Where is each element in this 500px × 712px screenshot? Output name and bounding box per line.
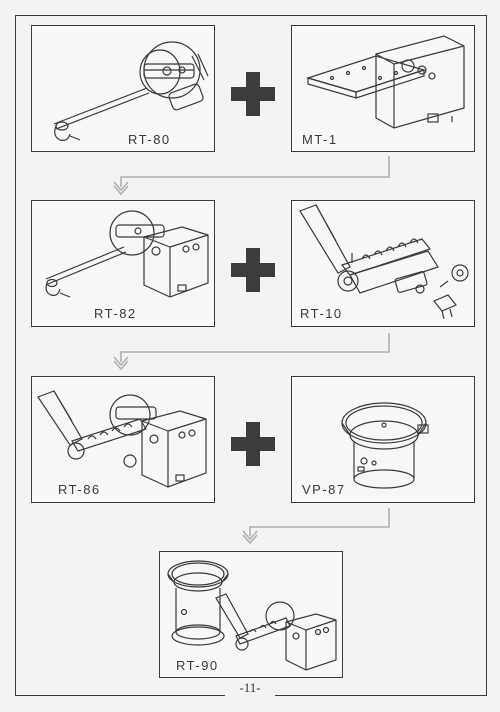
panel-rt90: RT-90 (159, 551, 343, 678)
machine-label-vp87: VP-87 (302, 482, 346, 497)
mt1-machine-illustration (305, 35, 465, 129)
page-number: -11- (225, 680, 275, 696)
panel-rt80: RT-80 (31, 25, 215, 152)
flow-arrow-3 (242, 508, 390, 545)
plus-icon (231, 248, 275, 292)
flow-arrow-2 (113, 333, 390, 371)
panel-rt10: RT-10 (291, 200, 475, 327)
machine-label-rt82: RT-82 (94, 306, 137, 321)
machine-label-rt80: RT-80 (128, 132, 171, 147)
rt80-machine-illustration (53, 41, 209, 141)
machine-label-rt10: RT-10 (300, 306, 343, 321)
machine-label-mt1: MT-1 (302, 132, 338, 147)
rt90-machine-illustration (167, 560, 337, 671)
plus-icon (231, 422, 275, 466)
panel-mt1: MT-1 (291, 25, 475, 152)
machine-label-rt86: RT-86 (58, 482, 101, 497)
rt10-machine-illustration (299, 204, 469, 320)
panel-vp87: VP-87 (291, 376, 475, 503)
vp87-machine-illustration (341, 402, 429, 489)
rt82-machine-illustration (45, 210, 209, 298)
panel-rt86: RT-86 (31, 376, 215, 503)
rt86-machine-illustration (37, 390, 207, 488)
plus-icon (231, 72, 275, 116)
panel-rt82: RT-82 (31, 200, 215, 327)
machine-label-rt90: RT-90 (176, 658, 219, 673)
flow-arrow-1 (113, 156, 390, 196)
